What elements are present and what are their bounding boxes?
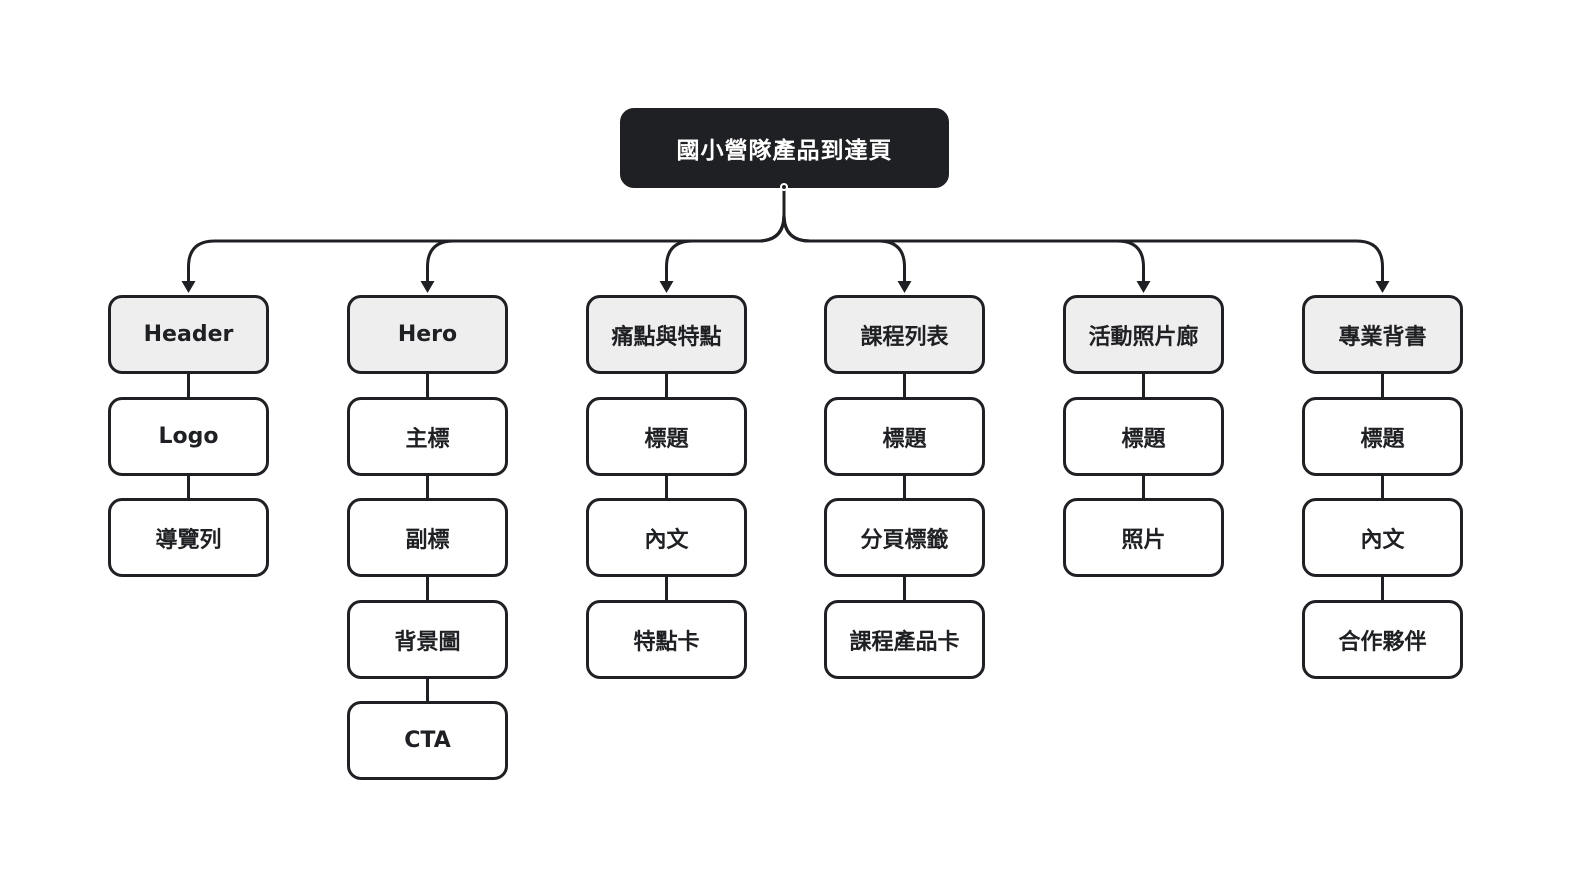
connector-root-to-section [782, 187, 1384, 283]
item-node: 特點卡 [586, 600, 747, 679]
section-node: 活動照片廊 [1063, 295, 1224, 374]
item-node: 主標 [347, 397, 508, 476]
section-node: Hero [347, 295, 508, 374]
root-connector-dot [780, 183, 788, 191]
connector-arrowhead [1136, 281, 1151, 293]
item-node: 內文 [1302, 498, 1463, 577]
connector-root-to-section [782, 187, 1145, 283]
connector-arrowhead [1375, 281, 1390, 293]
connector-root-to-section [665, 187, 786, 283]
connector-arrowhead [420, 281, 435, 293]
root-node: 國小營隊產品到達頁 [620, 108, 949, 188]
connector-arrowhead [659, 281, 674, 293]
item-node: 標題 [1302, 397, 1463, 476]
connector-arrowhead [181, 281, 196, 293]
item-node: 合作夥伴 [1302, 600, 1463, 679]
item-node: 副標 [347, 498, 508, 577]
section-node: Header [108, 295, 269, 374]
connector-root-to-section [426, 187, 786, 283]
section-node: 專業背書 [1302, 295, 1463, 374]
item-node: 標題 [824, 397, 985, 476]
connector-root-to-section [782, 187, 906, 283]
connector-arrowhead [897, 281, 912, 293]
item-node: 內文 [586, 498, 747, 577]
section-node: 痛點與特點 [586, 295, 747, 374]
item-node: 課程產品卡 [824, 600, 985, 679]
item-node: 標題 [1063, 397, 1224, 476]
item-node: 分頁標籤 [824, 498, 985, 577]
item-node: 背景圖 [347, 600, 508, 679]
connector-root-to-section [187, 187, 786, 283]
item-node: 導覽列 [108, 498, 269, 577]
item-node: Logo [108, 397, 269, 476]
item-node: 照片 [1063, 498, 1224, 577]
item-node: CTA [347, 701, 508, 780]
item-node: 標題 [586, 397, 747, 476]
section-node: 課程列表 [824, 295, 985, 374]
